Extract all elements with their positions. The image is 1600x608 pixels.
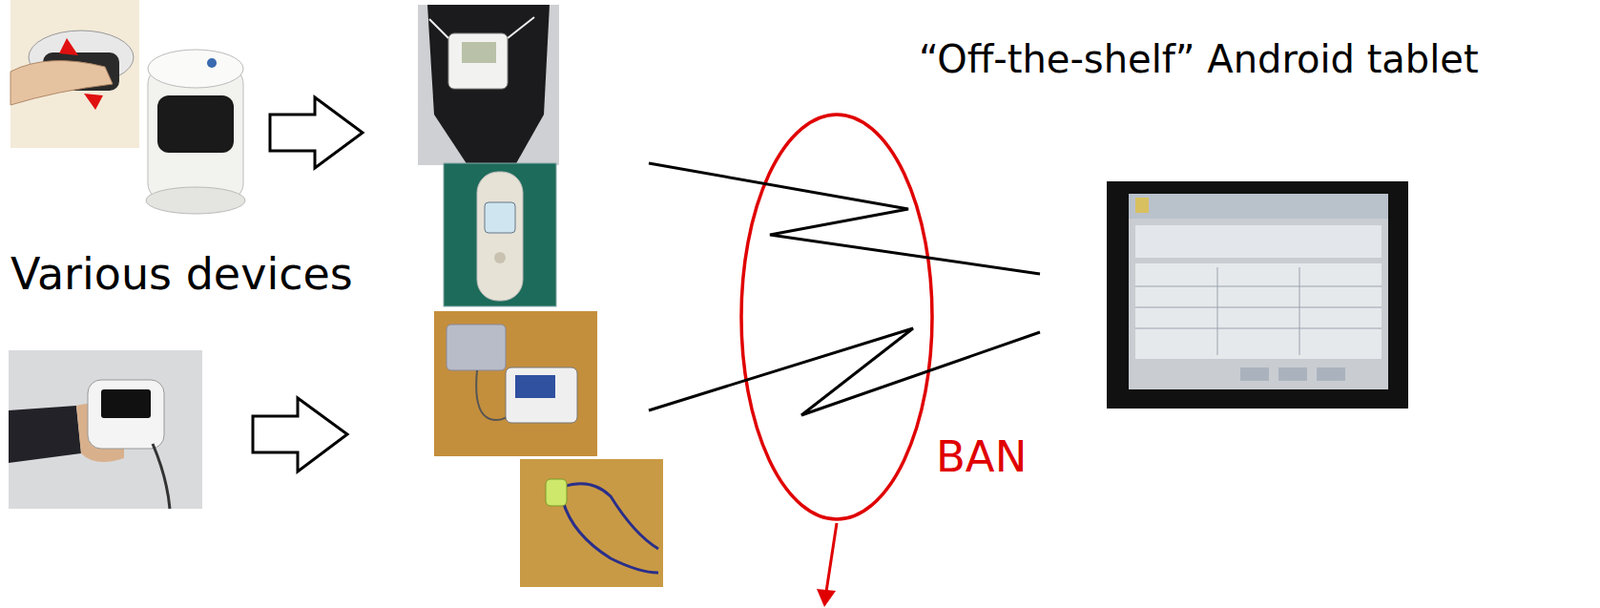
photo-background	[417, 4, 560, 166]
ellipse-outline	[739, 112, 935, 521]
wireless-link	[648, 163, 1040, 274]
photo-background	[519, 458, 664, 587]
ban-ellipse: BAN	[739, 112, 935, 521]
screen-button	[1240, 367, 1269, 381]
tablet-screen	[1128, 193, 1389, 390]
device-body	[87, 379, 165, 449]
app-icon	[1135, 197, 1149, 213]
device-group: Various devices	[0, 0, 649, 608]
photo-background	[443, 163, 557, 307]
red-pointer-line	[826, 522, 837, 592]
photo-background	[8, 350, 203, 509]
screen-panel	[1135, 225, 1382, 258]
tablet-body	[1106, 181, 1409, 409]
screen-panel	[1135, 263, 1382, 359]
device-body	[545, 478, 567, 506]
screen-grid	[1135, 267, 1382, 355]
device-screen	[101, 389, 151, 418]
device-screen	[461, 41, 497, 63]
device-slot	[157, 95, 234, 153]
ellipse-shape	[741, 114, 933, 520]
wearable-photo	[417, 4, 560, 166]
monitor-screen	[515, 374, 556, 398]
screen-header	[1128, 193, 1389, 219]
cable	[152, 443, 170, 509]
red-arrow-mark	[59, 38, 79, 56]
screen-button	[1278, 367, 1308, 381]
block-arrow	[252, 397, 348, 472]
blood-pressure-photo	[434, 311, 598, 457]
red-pointer-head	[816, 588, 836, 607]
strap	[429, 17, 535, 39]
photo-background	[434, 311, 598, 457]
node-label: BAN	[935, 433, 1027, 481]
device-body	[448, 33, 508, 89]
device-screen	[484, 202, 516, 233]
fingertip-inset-photo	[10, 0, 140, 148]
block-arrow	[270, 97, 363, 168]
sleeve	[8, 405, 82, 463]
cuff	[446, 324, 506, 371]
clothing	[427, 4, 550, 166]
monitor-body	[505, 367, 578, 423]
screen-button	[1316, 367, 1346, 381]
device-logo	[207, 58, 217, 68]
node-label: “Off-the-shelf” Android tablet	[918, 38, 1479, 81]
wireless-link	[648, 328, 1040, 416]
pedometer-photo	[519, 458, 664, 587]
thermometer-photo	[443, 163, 557, 307]
device-top	[147, 49, 244, 88]
device-base	[145, 187, 246, 214]
device-button	[494, 251, 506, 264]
lanyard	[562, 483, 659, 573]
red-arrow-mark	[83, 93, 104, 110]
device-body	[477, 171, 523, 301]
node-label: Various devices	[10, 249, 354, 299]
fingertip-device-photo	[145, 49, 246, 214]
handheld-device-photo	[8, 350, 203, 509]
tablet-node: “Off-the-shelf” Android tablet	[1039, 28, 1422, 411]
photo-background	[10, 0, 140, 148]
tablet-photo	[1106, 181, 1409, 409]
